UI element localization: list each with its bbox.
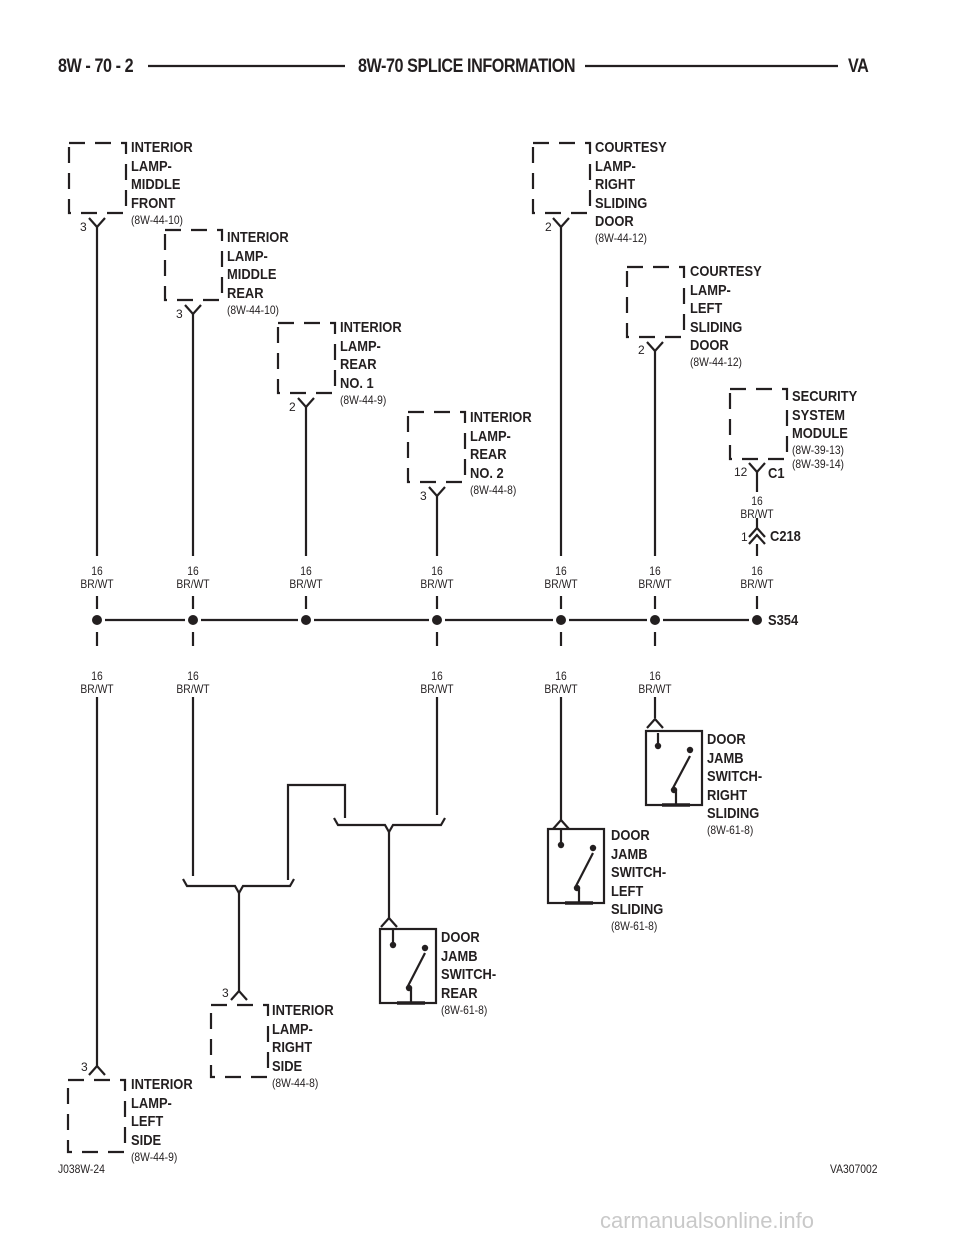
- splice-dot: [92, 615, 102, 625]
- ref-interior-lamp-rear-no1: (8W-44-9): [340, 393, 387, 407]
- pin-interior-lamp-rear-no1: 2: [289, 400, 296, 414]
- wire-label: 16 BR/WT: [544, 669, 578, 696]
- pin-symbol: [646, 341, 664, 353]
- header-title: 8W-70 SPLICE INFORMATION: [358, 56, 576, 77]
- switch-box-right-sliding: [644, 729, 704, 807]
- pin-c218: 1: [741, 530, 748, 544]
- pin-interior-lamp-middle-rear: 3: [176, 307, 183, 321]
- splice-dot: [432, 615, 442, 625]
- watermark: carmanualsonline.info: [600, 1208, 815, 1233]
- wire-label: 16 BR/WT: [740, 494, 774, 521]
- pin-symbol: [297, 397, 315, 409]
- splice-dot: [188, 615, 198, 625]
- connector-c218: C218: [770, 528, 801, 545]
- footer-drawing-id: VA307002: [830, 1162, 878, 1176]
- pin-symbol: [88, 217, 106, 229]
- label-door-jamb-switch-right-sliding: DOOR JAMB SWITCH- RIGHT SLIDING: [707, 731, 763, 822]
- pin-interior-lamp-middle-front: 3: [80, 220, 87, 234]
- box-interior-lamp-middle-front: [67, 141, 128, 215]
- ref-interior-lamp-rear-no2: (8W-44-8): [470, 483, 517, 497]
- label-interior-lamp-left-side: INTERIOR LAMP- LEFT SIDE: [131, 1076, 193, 1149]
- splice-dot: [556, 615, 566, 625]
- switch-box-rear: [378, 927, 438, 1005]
- wire-label: 16 BR/WT: [80, 669, 114, 696]
- wire-label: 16 BR/WT: [420, 669, 454, 696]
- label-courtesy-lamp-right-sliding-door: COURTESY LAMP- RIGHT SLIDING DOOR: [595, 139, 667, 230]
- splice-dot: [752, 615, 762, 625]
- pin-interior-lamp-left-side: 3: [81, 1060, 88, 1074]
- box-interior-lamp-middle-rear: [163, 228, 224, 302]
- ref-door-jamb-switch-left-sliding: (8W-61-8): [611, 919, 658, 933]
- pin-symbol: [748, 462, 766, 474]
- wire-label: 16 BR/WT: [176, 564, 210, 591]
- header-page-number: 8W - 70 - 2: [58, 56, 134, 77]
- wire-label: 16 BR/WT: [289, 564, 323, 591]
- pin-symbol: [230, 989, 248, 1001]
- label-security-system-module: SECURITY SYSTEM MODULE: [792, 388, 858, 442]
- junction-left: [182, 878, 295, 896]
- wire-label: 16 BR/WT: [176, 669, 210, 696]
- junction-right: [333, 817, 446, 835]
- ref-security-system-module: (8W-39-13) (8W-39-14): [792, 443, 845, 471]
- label-interior-lamp-right-side: INTERIOR LAMP- RIGHT SIDE: [272, 1002, 334, 1075]
- pin-symbol: [88, 1064, 106, 1076]
- wire-label: 16 BR/WT: [638, 669, 672, 696]
- box-interior-lamp-rear-no2: [406, 410, 467, 484]
- pin-security-system-module: 12: [734, 465, 748, 479]
- ref-interior-lamp-right-side: (8W-44-8): [272, 1076, 319, 1090]
- c218-symbol: [748, 526, 766, 545]
- header-vehicle-code: VA: [848, 56, 869, 77]
- box-security-system-module: [728, 387, 789, 461]
- wire-label: 16 BR/WT: [638, 564, 672, 591]
- pin-courtesy-lamp-right-sliding-door: 2: [545, 220, 552, 234]
- pin-courtesy-lamp-left-sliding-door: 2: [638, 343, 645, 357]
- wire-label: 16 BR/WT: [740, 564, 774, 591]
- footer-figure-id: J038W-24: [58, 1162, 105, 1176]
- wire-label: 16 BR/WT: [420, 564, 454, 591]
- pin-interior-lamp-rear-no2: 3: [420, 489, 427, 503]
- ref-door-jamb-switch-rear: (8W-61-8): [441, 1003, 488, 1017]
- pin-symbol: [428, 486, 446, 498]
- splice-label-s354: S354: [768, 612, 799, 629]
- ref-interior-lamp-middle-front: (8W-44-10): [131, 213, 184, 227]
- ref-courtesy-lamp-right-sliding-door: (8W-44-12): [595, 231, 648, 245]
- wire-label: 16 BR/WT: [80, 564, 114, 591]
- switch-box-left-sliding: [546, 827, 606, 905]
- wire-label: 16 BR/WT: [544, 564, 578, 591]
- box-courtesy-lamp-right: [531, 141, 592, 215]
- pin-symbol: [552, 217, 570, 229]
- label-door-jamb-switch-rear: DOOR JAMB SWITCH- REAR: [441, 929, 497, 1002]
- label-interior-lamp-rear-no2: INTERIOR LAMP- REAR NO. 2: [470, 409, 532, 482]
- label-interior-lamp-middle-rear: INTERIOR LAMP- MIDDLE REAR: [227, 229, 289, 302]
- box-interior-lamp-rear-no1: [276, 321, 337, 395]
- wire-loop: [286, 783, 347, 880]
- label-interior-lamp-rear-no1: INTERIOR LAMP- REAR NO. 1: [340, 319, 402, 392]
- label-interior-lamp-middle-front: INTERIOR LAMP- MIDDLE FRONT: [131, 139, 193, 212]
- pin-symbol: [184, 304, 202, 316]
- splice-dot: [650, 615, 660, 625]
- box-courtesy-lamp-left: [625, 265, 686, 339]
- connector-c1: C1: [768, 465, 785, 482]
- pin-interior-lamp-right-side: 3: [222, 986, 229, 1000]
- ref-door-jamb-switch-right-sliding: (8W-61-8): [707, 823, 754, 837]
- label-door-jamb-switch-left-sliding: DOOR JAMB SWITCH- LEFT SLIDING: [611, 827, 667, 918]
- ref-courtesy-lamp-left-sliding-door: (8W-44-12): [690, 355, 743, 369]
- splice-dot: [301, 615, 311, 625]
- ref-interior-lamp-left-side: (8W-44-9): [131, 1150, 178, 1164]
- box-interior-lamp-left-side: [66, 1078, 127, 1154]
- box-interior-lamp-right-side: [209, 1003, 270, 1079]
- ref-interior-lamp-middle-rear: (8W-44-10): [227, 303, 280, 317]
- label-courtesy-lamp-left-sliding-door: COURTESY LAMP- LEFT SLIDING DOOR: [690, 263, 762, 354]
